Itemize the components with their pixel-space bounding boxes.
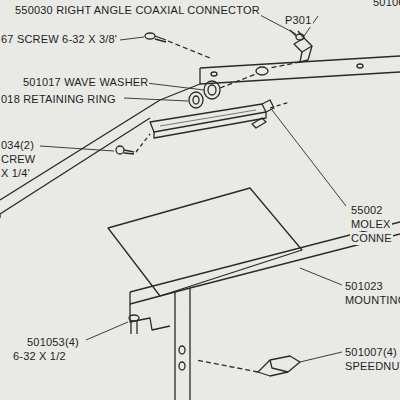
part-label: 550030 RIGHT ANGLE COAXIAL CONNECTOR <box>14 4 261 17</box>
coaxial-connector <box>290 30 312 62</box>
plate-front-edge <box>130 222 400 292</box>
callout-label: CONNE <box>350 232 393 245</box>
callout-label: 501017 WAVE WASHER <box>22 76 149 89</box>
molex-connector <box>150 100 274 138</box>
wave-washer <box>204 81 220 99</box>
callout-label: P301 <box>284 14 313 27</box>
retaining-ring <box>189 92 203 108</box>
plate-front-flange <box>130 234 400 400</box>
callout-label: MOUNTING <box>344 294 400 307</box>
callout-label: 67 SCREW 6-32 X 3/8' <box>0 33 118 46</box>
plate-flange <box>160 56 400 100</box>
plate-edge <box>0 100 160 214</box>
leader-lines <box>40 15 346 362</box>
screw <box>145 33 166 42</box>
callout-label: 501023 <box>344 280 384 293</box>
callout-label: 501007(4) <box>344 346 398 359</box>
callout-label: 034(2) <box>0 139 35 152</box>
callout-label: 55002 <box>350 204 384 217</box>
callout-label: 501067 <box>372 0 400 9</box>
callout-label: 501053(4) <box>26 336 80 349</box>
callout-label: CREW <box>0 153 36 166</box>
callout-label: 6-32 X 1/2 <box>12 350 67 363</box>
speednut <box>258 356 300 376</box>
callout-label: X 1/4' <box>0 167 31 180</box>
screw <box>116 146 134 154</box>
callout-label: MOLEX <box>350 218 392 231</box>
callout-label: SPEEDNUT <box>344 360 400 373</box>
screw <box>129 315 139 334</box>
plate-cutout <box>108 188 302 296</box>
callout-label: 018 RETAINING RING <box>0 93 117 106</box>
